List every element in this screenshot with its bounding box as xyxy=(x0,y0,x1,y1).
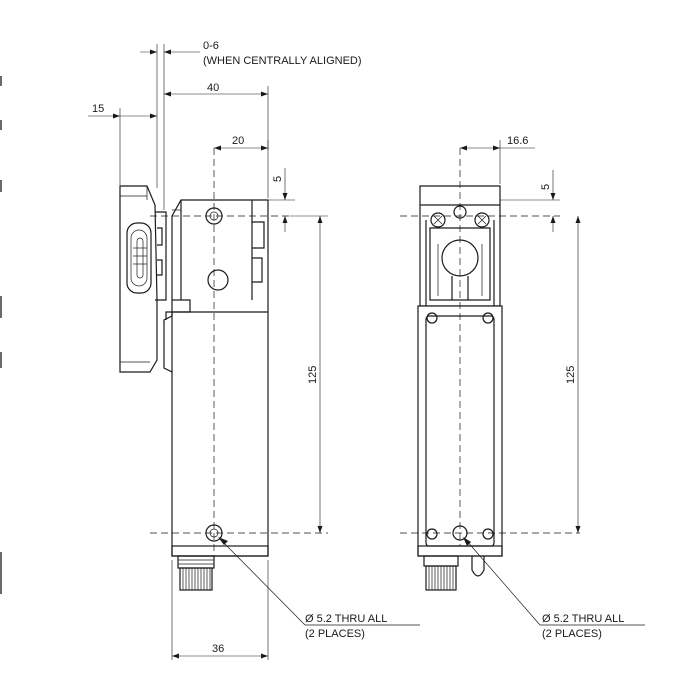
body-front xyxy=(417,305,503,557)
dim-15: 15 xyxy=(92,103,104,115)
actuator-plate xyxy=(119,185,158,373)
dimensions-left xyxy=(88,44,328,660)
center-hole xyxy=(207,269,229,291)
dim-20: 20 xyxy=(232,135,244,147)
dim-5-right: 5 xyxy=(540,184,552,190)
connector-front xyxy=(423,555,459,591)
dim-16-6: 16.6 xyxy=(507,135,528,147)
callout-left-line2: (2 PLACES) xyxy=(305,628,365,640)
actuator-slot xyxy=(126,222,152,294)
callout-right-line2: (2 PLACES) xyxy=(542,628,602,640)
dim-gap-note: (WHEN CENTRALLY ALIGNED) xyxy=(203,55,362,67)
dim-5-left: 5 xyxy=(272,176,284,182)
callout-right-line1: Ø 5.2 THRU ALL xyxy=(542,613,624,625)
side-knob xyxy=(471,556,485,577)
front-view xyxy=(400,148,645,626)
side-view xyxy=(119,148,420,626)
connector xyxy=(177,555,215,591)
dim-gap-value: 0-6 xyxy=(203,40,219,52)
dim-125-right: 125 xyxy=(565,366,577,384)
dimensions-right xyxy=(460,140,581,533)
dim-40: 40 xyxy=(207,82,219,94)
dim-125-left: 125 xyxy=(307,366,319,384)
labels: 0-6 (WHEN CENTRALLY ALIGNED) 40 15 20 5 … xyxy=(92,40,624,655)
dim-36: 36 xyxy=(212,643,224,655)
callout-left-line1: Ø 5.2 THRU ALL xyxy=(305,613,387,625)
switch-body xyxy=(163,199,269,557)
